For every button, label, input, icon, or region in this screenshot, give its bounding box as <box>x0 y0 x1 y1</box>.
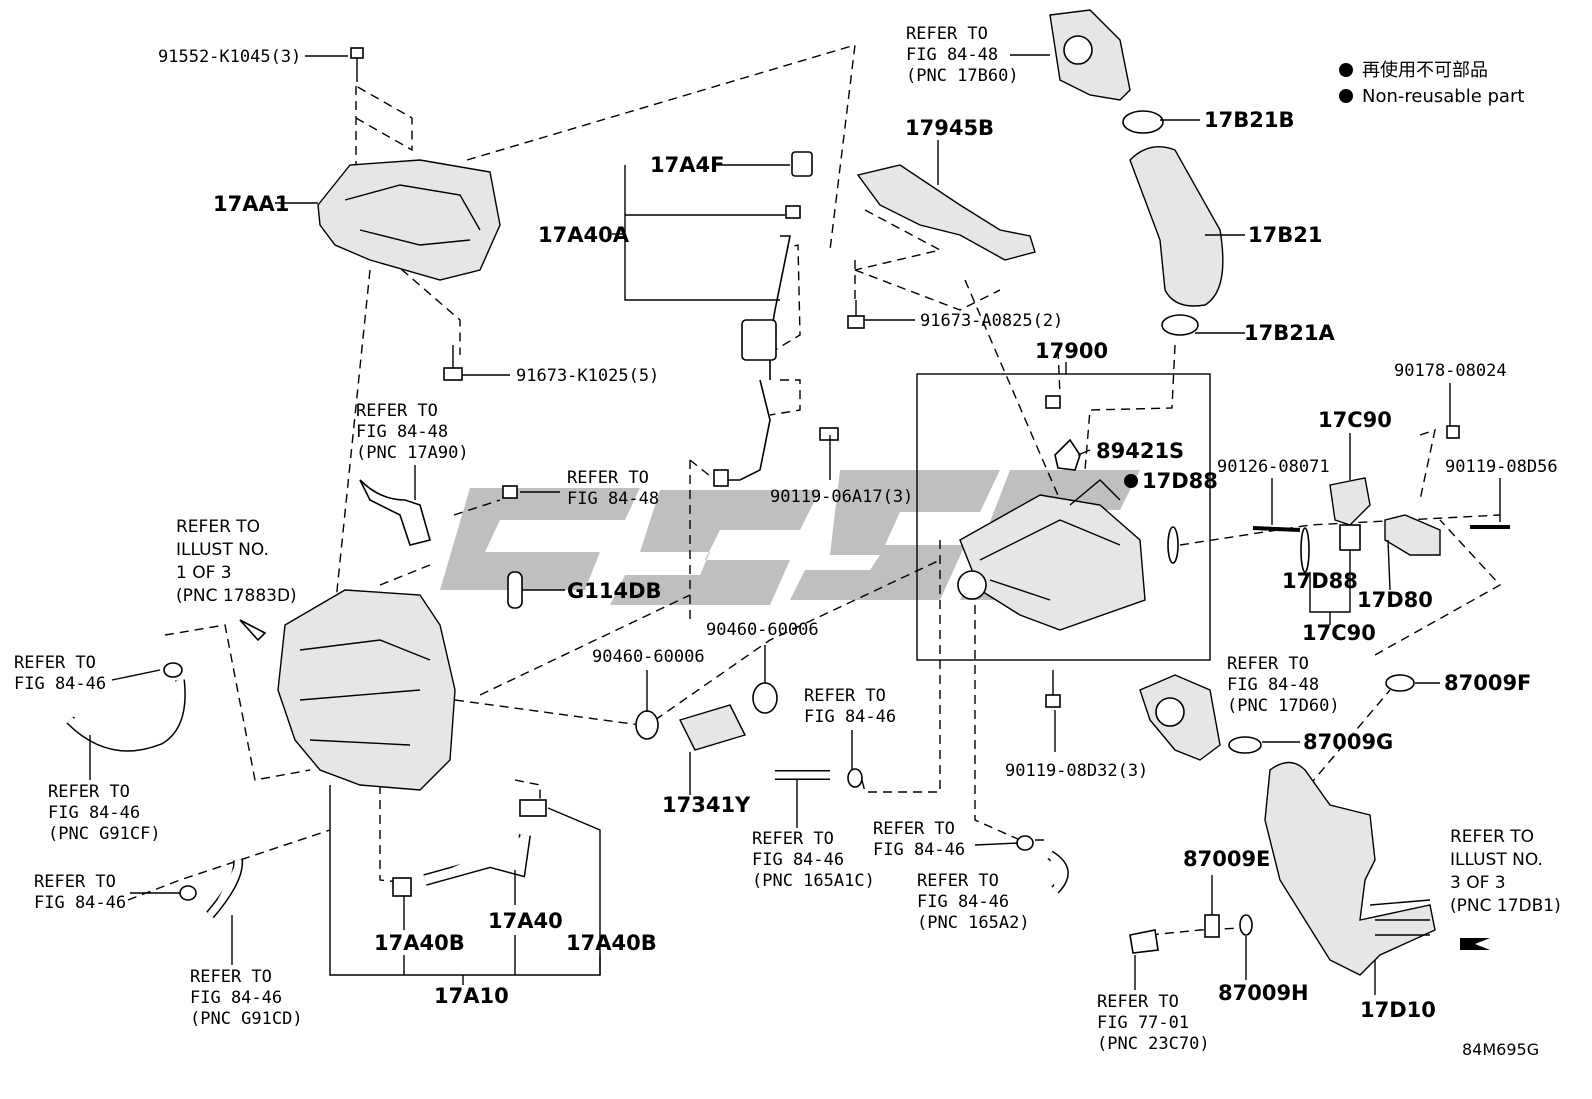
figure-code: 84M695G <box>1462 1040 1539 1059</box>
label-90460-60006-left: 90460-60006 <box>592 647 705 667</box>
refer-17D60: REFER TO FIG 84-48 (PNC 17D60) <box>1227 654 1340 716</box>
label-17C90-top: 17C90 <box>1318 408 1392 432</box>
label-G114DB: G114DB <box>567 579 662 603</box>
label-90119-08D32: 90119-08D32(3) <box>1005 761 1148 781</box>
label-17B21B: 17B21B <box>1204 108 1294 132</box>
non-reusable-marker <box>1124 474 1138 488</box>
label-90460-60006-right: 90460-60006 <box>706 620 819 640</box>
leader-lines <box>89 55 1501 995</box>
label-90119-06A17: 90119-06A17(3) <box>770 487 913 507</box>
label-90178-08024: 90178-08024 <box>1394 361 1507 381</box>
refer-17B60: REFER TO FIG 84-48 (PNC 17B60) <box>906 24 1019 86</box>
label-87009G: 87009G <box>1303 730 1393 754</box>
label-87009F: 87009F <box>1444 671 1531 695</box>
label-17341Y: 17341Y <box>662 793 751 817</box>
label-17D88-top: 17D88 <box>1142 469 1218 493</box>
legend: 再使用不可部品 Non-reusable part <box>1339 60 1524 107</box>
legend-dot-icon <box>1339 89 1353 103</box>
label-17A40B-right: 17A40B <box>566 931 657 955</box>
refer-165A2: REFER TO FIG 84-46 (PNC 165A2) <box>917 871 1030 933</box>
refer-165A1C: REFER TO FIG 84-46 (PNC 165A1C) <box>752 829 875 891</box>
refer-notes: REFER TO FIG 84-48 (PNC 17B60) REFER TO … <box>14 24 1561 1054</box>
label-17A40: 17A40 <box>488 909 563 933</box>
label-91552-K1045: 91552-K1045(3) <box>158 47 301 67</box>
refer-G91CD: REFER TO FIG 84-46 (PNC G91CD) <box>190 967 303 1029</box>
label-90119-08D56: 90119-08D56 <box>1445 457 1558 477</box>
refer-17A90: REFER TO FIG 84-48 (PNC 17A90) <box>356 401 469 463</box>
label-17C90-bottom: 17C90 <box>1302 621 1376 645</box>
label-91673-K1025: 91673-K1025(5) <box>516 366 659 386</box>
refer-fig-84-46-c: REFER TO FIG 84-46 <box>804 686 896 727</box>
label-91673-A0825: 91673-A0825(2) <box>920 311 1063 331</box>
legend-line-en: Non-reusable part <box>1362 86 1524 107</box>
label-17945B: 17945B <box>905 116 994 140</box>
legend-line-ja: 再使用不可部品 <box>1362 60 1488 81</box>
label-17A40B-left: 17A40B <box>374 931 465 955</box>
refer-fig-84-46-d: REFER TO FIG 84-46 <box>873 819 965 860</box>
refer-fig-84-46-a: REFER TO FIG 84-46 <box>14 653 106 694</box>
part-number-labels: 91552-K1045(3) 17AA1 91673-K1025(5) 17A4… <box>158 47 1558 1022</box>
label-17A4F: 17A4F <box>650 153 724 177</box>
label-17D10: 17D10 <box>1360 998 1436 1022</box>
label-17B21A: 17B21A <box>1244 321 1335 345</box>
label-17D88-bottom: 17D88 <box>1282 569 1358 593</box>
label-17AA1: 17AA1 <box>213 192 289 216</box>
legend-dot-icon <box>1339 63 1353 77</box>
label-17B21: 17B21 <box>1248 223 1322 247</box>
refer-fig-84-46-b: REFER TO FIG 84-46 <box>34 872 126 913</box>
label-17A40A: 17A40A <box>538 223 630 247</box>
label-17D80: 17D80 <box>1357 588 1433 612</box>
label-90126-08071: 90126-08071 <box>1217 457 1330 477</box>
label-87009H: 87009H <box>1218 981 1309 1005</box>
label-17A10: 17A10 <box>434 984 509 1008</box>
dashed-assembly-lines <box>127 44 1502 936</box>
part-illustrations <box>66 9 1510 976</box>
label-17900: 17900 <box>1035 339 1108 363</box>
refer-illust-3: REFER TO ILLUST NO. 3 OF 3 (PNC 17DB1) <box>1450 827 1561 916</box>
refer-G91CF: REFER TO FIG 84-46 (PNC G91CF) <box>48 782 161 844</box>
refer-fig-84-48: REFER TO FIG 84-48 <box>567 468 659 509</box>
refer-illust-1: REFER TO ILLUST NO. 1 OF 3 (PNC 17883D) <box>176 517 297 606</box>
refer-23C70: REFER TO FIG 77-01 (PNC 23C70) <box>1097 992 1210 1054</box>
label-87009E: 87009E <box>1183 847 1270 871</box>
label-89421S: 89421S <box>1096 439 1184 463</box>
